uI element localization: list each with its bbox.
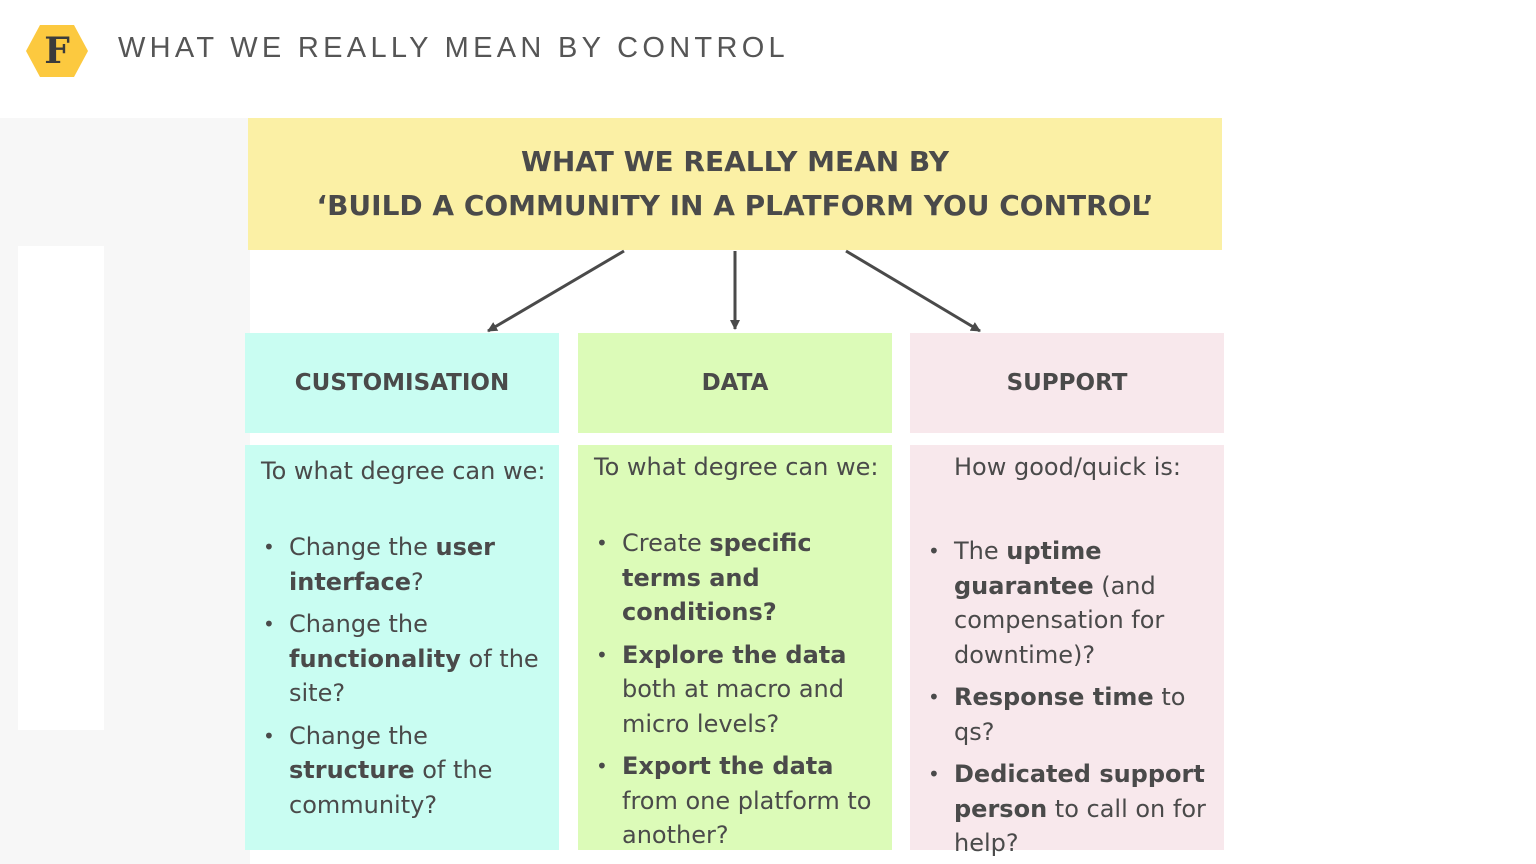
column-heading-customisation: CUSTOMISATION bbox=[245, 333, 559, 433]
list-item: Dedicated support person to call on for … bbox=[926, 757, 1214, 861]
list-item: Explore the data both at macro and micro… bbox=[594, 638, 882, 742]
list-item: Export the data from one platform to ano… bbox=[594, 749, 882, 853]
column-heading-support: SUPPORT bbox=[910, 333, 1224, 433]
list-item: Response time to qs? bbox=[926, 680, 1214, 749]
arrow-to-support bbox=[845, 249, 981, 333]
column-body-data: To what degree can we: Create specific t… bbox=[578, 445, 892, 850]
column-body-support: How good/quick is: The uptime guarantee … bbox=[910, 445, 1224, 857]
column-intro: How good/quick is: bbox=[954, 453, 1182, 481]
banner-line-2: ‘BUILD A COMMUNITY IN A PLATFORM YOU CON… bbox=[316, 189, 1154, 222]
arrow-to-customisation bbox=[487, 249, 625, 333]
column-intro: To what degree can we: bbox=[261, 457, 546, 485]
column-body-customisation: To what degree can we: Change the user i… bbox=[245, 445, 559, 850]
logo-letter: F bbox=[44, 30, 70, 72]
list-item: Create specific terms and conditions? bbox=[594, 526, 882, 630]
background-watermark bbox=[18, 246, 104, 730]
banner-line-1: WHAT WE REALLY MEAN BY bbox=[520, 145, 950, 178]
column-intro: To what degree can we: bbox=[594, 453, 879, 481]
list-item: The uptime guarantee (and compensation f… bbox=[926, 534, 1214, 672]
logo-hexagon-icon bbox=[26, 25, 88, 77]
list-item: Change the user interface? bbox=[261, 530, 549, 599]
list-item: Change the structure of the community? bbox=[261, 719, 549, 823]
logo: F bbox=[25, 24, 89, 78]
banner: WHAT WE REALLY MEAN BY ‘BUILD A COMMUNIT… bbox=[248, 118, 1222, 250]
column-heading-data: DATA bbox=[578, 333, 892, 433]
page-title: WHAT WE REALLY MEAN BY CONTROL bbox=[118, 32, 789, 64]
list-item: Change the functionality of the site? bbox=[261, 607, 549, 711]
